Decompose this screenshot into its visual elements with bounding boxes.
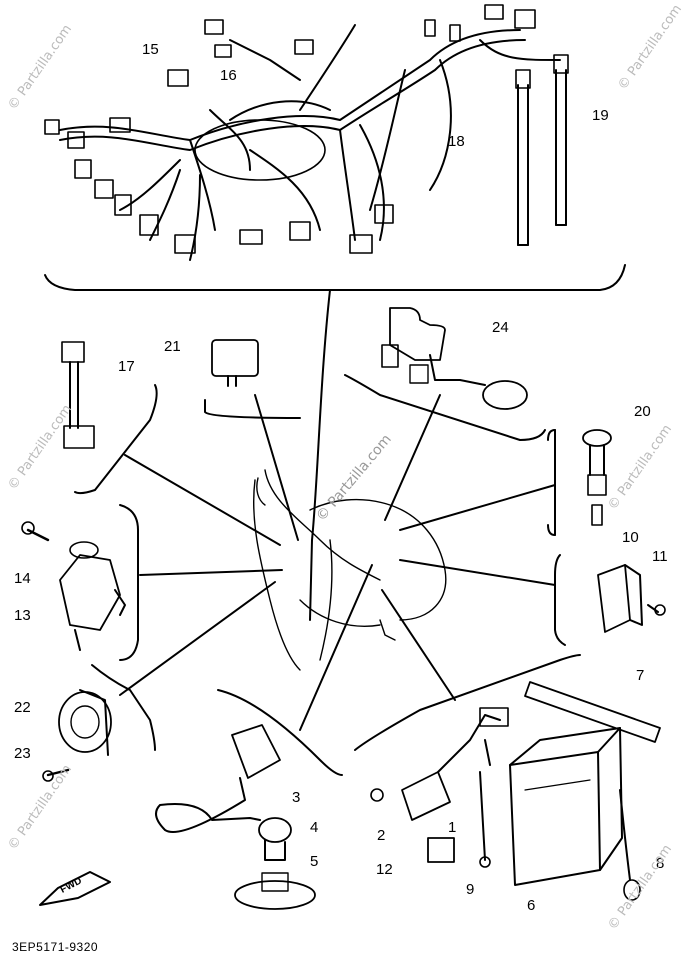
part-7-battery-band bbox=[524, 681, 661, 743]
cable-bands bbox=[515, 54, 569, 246]
callout-17: 17 bbox=[118, 358, 135, 375]
fwd-arrow bbox=[39, 871, 111, 906]
callout-6: 6 bbox=[527, 897, 536, 914]
callout-20: 20 bbox=[634, 403, 651, 420]
part-20-sender bbox=[582, 429, 612, 526]
callout-14: 14 bbox=[14, 570, 31, 587]
callout-19: 19 bbox=[592, 107, 609, 124]
callout-15: 15 bbox=[142, 41, 159, 58]
callout-11: 11 bbox=[652, 548, 668, 565]
callout-7: 7 bbox=[636, 667, 645, 684]
callout-22: 22 bbox=[14, 699, 31, 716]
part-21-relay bbox=[211, 339, 259, 387]
frame-outline bbox=[252, 469, 447, 671]
callout-16: 16 bbox=[220, 67, 237, 84]
part-6-battery bbox=[509, 727, 623, 886]
callout-9: 9 bbox=[466, 881, 475, 898]
part-13-main-switch bbox=[21, 521, 126, 651]
callout-21: 21 bbox=[164, 338, 181, 355]
callout-1: 1 bbox=[448, 819, 457, 836]
part-code: 3EP5171-9320 bbox=[12, 940, 99, 954]
callout-13: 13 bbox=[14, 607, 31, 624]
part-17-lead bbox=[61, 341, 95, 449]
callout-8: 8 bbox=[656, 855, 665, 872]
leader-lines bbox=[119, 289, 556, 731]
callout-2: 2 bbox=[377, 827, 386, 844]
part-3-ignition-coil bbox=[155, 724, 316, 910]
wire-harness bbox=[44, 4, 561, 261]
part-12-flasher bbox=[427, 837, 455, 863]
callout-24: 24 bbox=[492, 319, 509, 336]
part-22-horn bbox=[42, 689, 112, 782]
part-10-regulator bbox=[597, 564, 666, 633]
callout-18: 18 bbox=[448, 133, 465, 150]
harness-bracket bbox=[44, 264, 626, 291]
part-9-lead bbox=[479, 771, 491, 868]
callout-10: 10 bbox=[622, 529, 639, 546]
callout-5: 5 bbox=[310, 853, 319, 870]
part-24-fuel-sender bbox=[381, 307, 528, 410]
callout-3: 3 bbox=[292, 789, 301, 806]
callout-4: 4 bbox=[310, 819, 319, 836]
part-1-cdi-unit bbox=[370, 707, 509, 821]
callout-23: 23 bbox=[14, 745, 31, 762]
part-8-breather-pipe bbox=[619, 789, 641, 901]
group-brackets bbox=[74, 374, 581, 776]
callout-12: 12 bbox=[376, 861, 393, 878]
